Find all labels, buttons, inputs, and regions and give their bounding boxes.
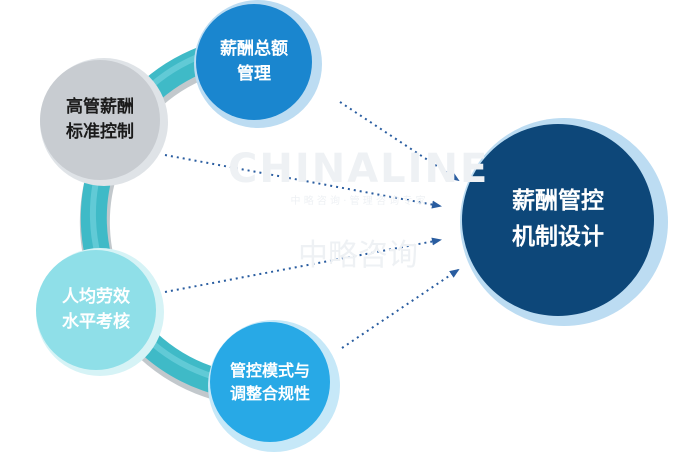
node-exec-line1: 高管薪酬 bbox=[66, 97, 134, 118]
ring-highlight bbox=[90, 41, 269, 388]
center-label: 薪酬管控 机制设计 bbox=[462, 124, 654, 316]
node-exec-circle bbox=[40, 60, 160, 180]
arrow-total-to-center bbox=[339, 101, 460, 182]
node-total-line2: 管理 bbox=[237, 64, 271, 84]
node-control-label: 管控模式与 调整合规性 bbox=[210, 322, 330, 442]
center-circle bbox=[462, 124, 654, 316]
node-exec-line2: 标准控制 bbox=[66, 122, 134, 142]
center-line2: 机制设计 bbox=[512, 224, 604, 250]
node-total-line1: 薪酬总额 bbox=[220, 39, 288, 60]
node-control-circle bbox=[210, 322, 330, 442]
node-control-line1: 管控模式与 bbox=[229, 360, 310, 380]
node-avg-line1: 人均劳效 bbox=[62, 287, 130, 308]
arrow-avg-to-center bbox=[164, 237, 442, 293]
node-total-label: 薪酬总额 管理 bbox=[196, 4, 312, 120]
arrow-exec-to-center bbox=[164, 154, 442, 209]
node-avg-label: 人均劳效 水平考核 bbox=[36, 250, 156, 370]
node-exec-label: 高管薪酬 标准控制 bbox=[40, 60, 160, 180]
node-control-line2: 调整合规性 bbox=[229, 384, 310, 403]
node-avg-line2: 水平考核 bbox=[62, 312, 130, 332]
center-line1: 薪酬管控 bbox=[512, 188, 604, 215]
arrow-control-to-center bbox=[341, 268, 460, 349]
node-total-circle bbox=[196, 4, 312, 120]
node-avg-circle bbox=[36, 250, 156, 370]
